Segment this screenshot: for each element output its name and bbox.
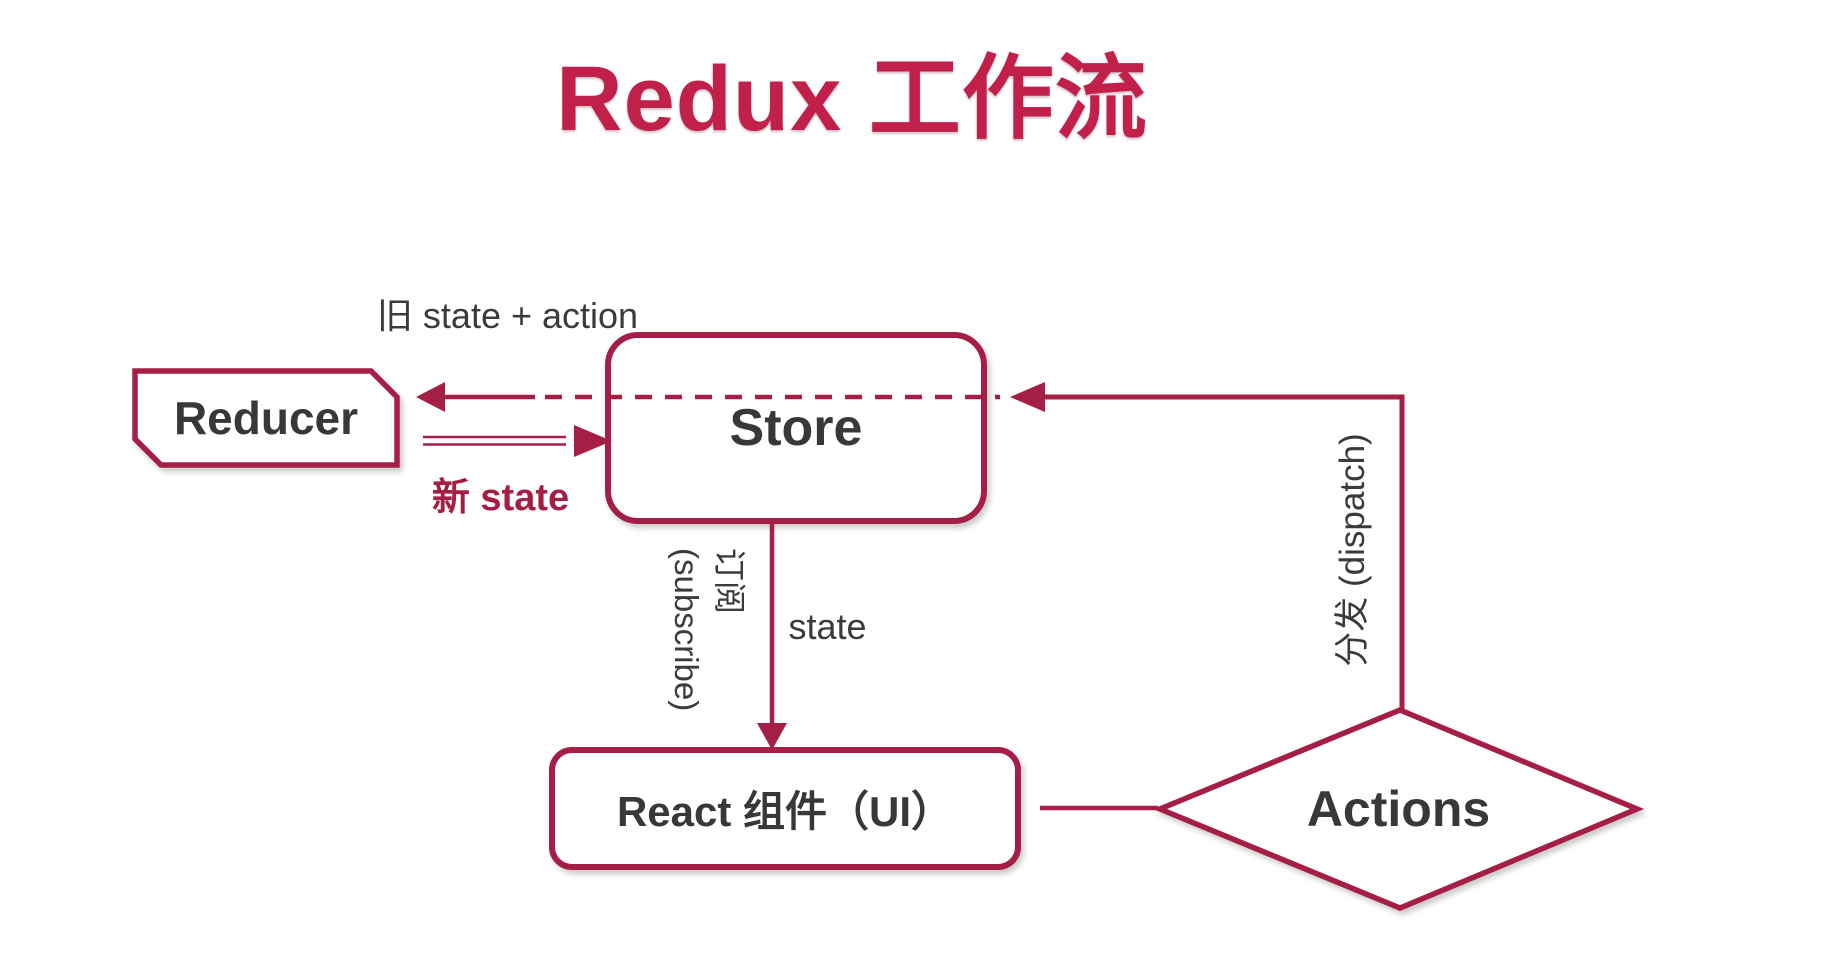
dispatch-arrowhead	[1010, 382, 1045, 412]
react-component-node-label: React 组件（UI）	[616, 788, 954, 835]
subscribe-label: 订阅 (subscribe)	[665, 548, 751, 728]
new-state-arrowhead	[574, 425, 612, 457]
actions-node-shape	[1152, 707, 1645, 911]
page-title: Redux 工作流	[556, 48, 1148, 150]
subscribe-label-cn: 订阅	[711, 548, 748, 614]
reducer-node-shape	[132, 368, 400, 468]
store-node-shape	[605, 332, 987, 524]
store-node-label: Store	[729, 399, 863, 457]
dispatch-label: 分发 (dispatch)	[1333, 433, 1372, 667]
old-state-arrowhead	[416, 382, 445, 412]
old-state-action-label: 旧 state + action	[376, 295, 639, 336]
state-arrowhead	[757, 723, 787, 750]
dispatch-line	[1044, 394, 1405, 712]
subscribe-label-en: (subscribe)	[668, 548, 705, 712]
new-state-label: 新 state	[431, 476, 570, 519]
actions-node-label: Actions	[1306, 781, 1491, 837]
state-label: state	[788, 606, 867, 647]
reducer-node-label: Reducer	[173, 392, 359, 444]
react-component-node-shape	[549, 747, 1021, 870]
